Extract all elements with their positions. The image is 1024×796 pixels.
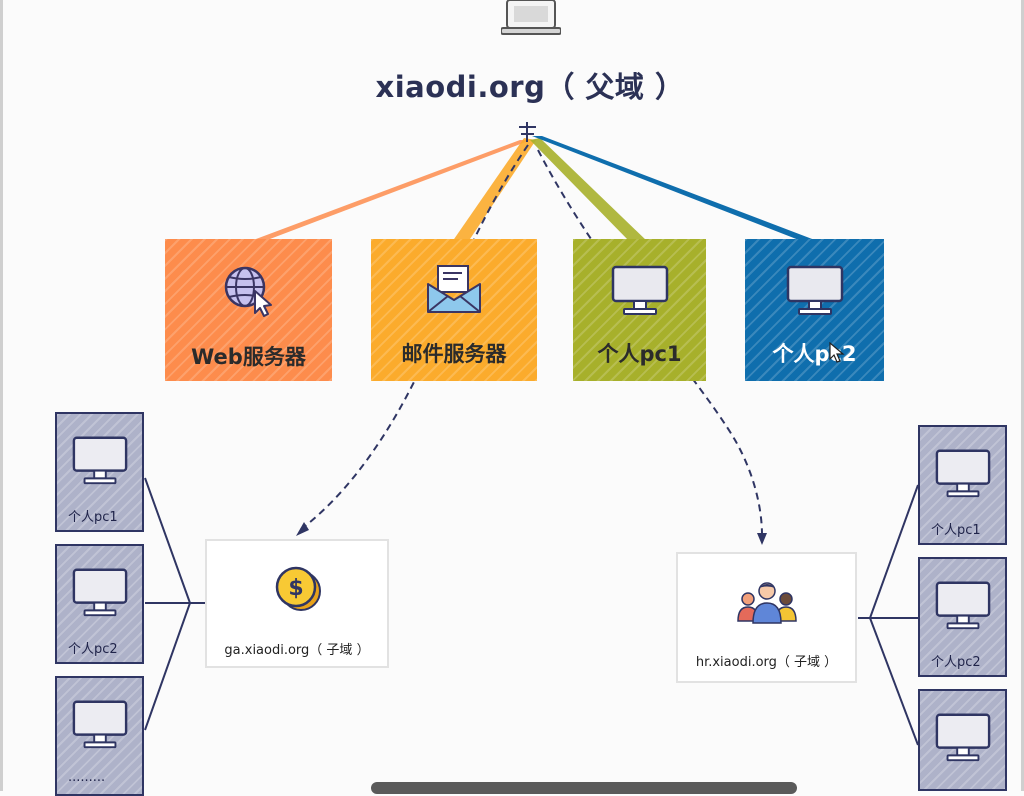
pc-label: 个人pc2 (68, 642, 118, 657)
node-pc1[interactable]: 个人pc1 (573, 239, 706, 381)
root-domain-title: xiaodi.org（ 父域 ） (375, 70, 685, 104)
subdomain-ga[interactable]: $ ga.xiaodi.org（ 子域 ） (205, 539, 389, 668)
monitor-icon (935, 449, 991, 498)
node-web-server[interactable]: Web服务器 (165, 239, 332, 381)
right-pc-card[interactable]: 个人pc2 (918, 557, 1007, 677)
left-pc-card[interactable]: ......... (55, 676, 144, 796)
pc-label: 个人pc1 (68, 510, 118, 525)
root-hub-mark (519, 122, 536, 142)
laptop-icon (501, 0, 561, 35)
right-tree-lines (858, 484, 919, 746)
right-pc-card[interactable]: 个人pc1 (918, 425, 1007, 545)
node-label: Web服务器 (191, 345, 306, 369)
monitor-icon (72, 436, 128, 485)
monitor-icon (935, 581, 991, 630)
dashed-link-hr (537, 149, 763, 536)
pc-label: 个人pc1 (931, 523, 981, 538)
node-pc2[interactable]: 个人pc2 (745, 239, 884, 381)
node-label: 邮件服务器 (401, 342, 507, 366)
globe-cursor-icon (224, 266, 272, 317)
left-pc-card[interactable]: 个人pc1 (55, 412, 144, 532)
monitor-icon (72, 700, 128, 749)
subdomain-label: ga.xiaodi.org（ 子域 ） (224, 643, 370, 658)
node-label: 个人pc1 (597, 342, 682, 366)
dollar-coin-icon: $ (275, 566, 321, 611)
left-pc-card[interactable]: 个人pc2 (55, 544, 144, 664)
link-mail-server (452, 138, 536, 242)
monitor-icon (611, 265, 668, 315)
people-group-icon (737, 582, 797, 624)
window-edge-right (1021, 0, 1024, 791)
link-pc2 (532, 136, 820, 242)
link-web-server (248, 140, 531, 242)
monitor-icon (72, 568, 128, 617)
pc-label: 个人pc2 (931, 655, 981, 670)
node-mail-server[interactable]: 邮件服务器 (371, 239, 537, 381)
scrollbar-handle[interactable] (371, 782, 797, 794)
monitor-icon (786, 265, 843, 315)
left-tree-lines (144, 477, 205, 731)
window-edge-left (0, 0, 3, 791)
monitor-icon (935, 713, 991, 762)
subdomain-label: hr.xiaodi.org（ 子域 ） (695, 655, 838, 670)
envelope-icon (427, 265, 481, 313)
subdomain-hr[interactable]: hr.xiaodi.org（ 子域 ） (676, 552, 857, 683)
arrowhead-ga (296, 522, 309, 536)
arrowhead-hr (757, 533, 767, 545)
right-pc-card[interactable] (918, 689, 1007, 791)
link-pc1 (530, 138, 648, 242)
svg-text:$: $ (288, 576, 303, 601)
pc-label: ......... (68, 770, 106, 785)
mouse-cursor-icon (829, 342, 845, 363)
